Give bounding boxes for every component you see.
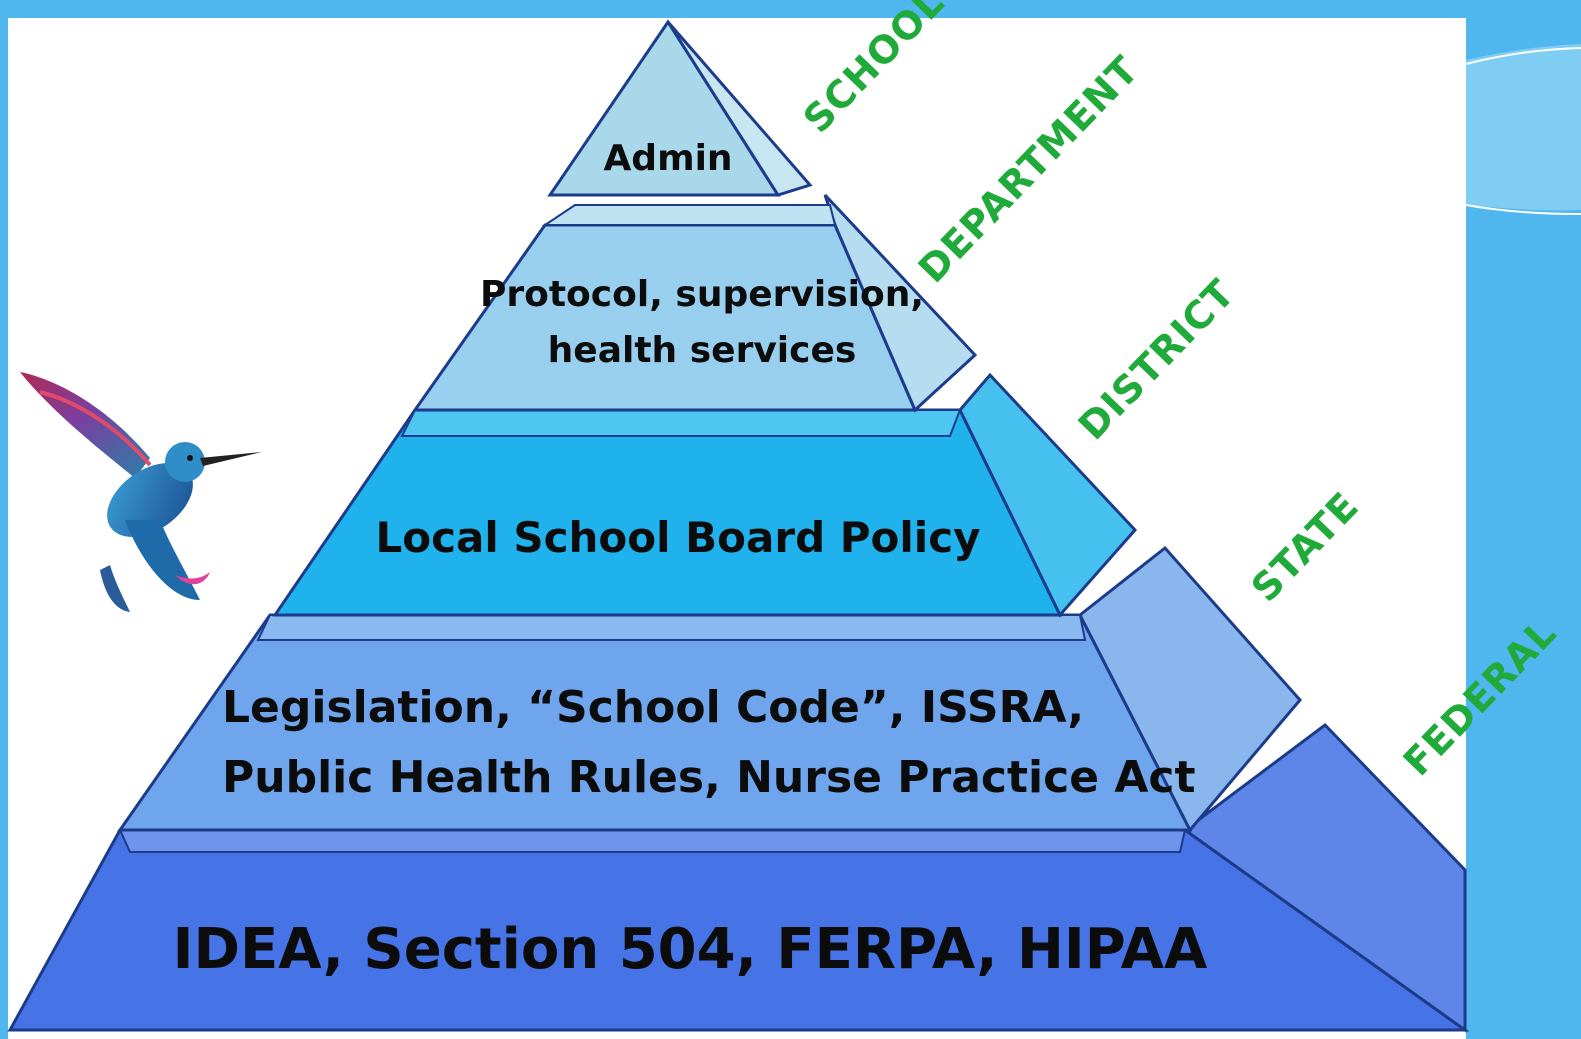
tier-label-protocol-line1: Protocol, supervision, [480,274,924,315]
hummingbird-image [20,372,262,612]
swoosh-decoration [1466,44,1581,211]
tier-label-legislation-line1: Legislation, “School Code”, ISSRA, [222,682,1084,733]
tier-admin: Admin [547,19,813,197]
tier-label-legislation-line2: Public Health Rules, Nurse Practice Act [222,752,1196,803]
tier-label-federal-law: IDEA, Section 504, FERPA, HIPAA [173,917,1208,982]
tier-label-admin: Admin [603,138,732,179]
tier-local-policy: Local School Board Policy [272,372,1138,618]
tier-legislation: Legislation, “School Code”, ISSRA, Publi… [117,545,1302,833]
tier-label-local-policy: Local School Board Policy [376,513,981,562]
tier-protocol: Protocol, supervision, health services [412,193,978,413]
swoosh-line [1465,204,1581,215]
tier-label-protocol-line2: health services [548,330,857,371]
swoosh-line [1465,47,1581,65]
